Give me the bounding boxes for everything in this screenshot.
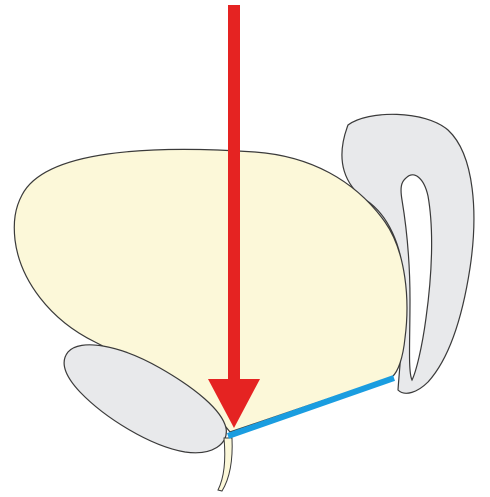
bottom-tube [218,438,232,491]
main-organ [14,149,407,432]
arrow-shaft [228,5,240,381]
